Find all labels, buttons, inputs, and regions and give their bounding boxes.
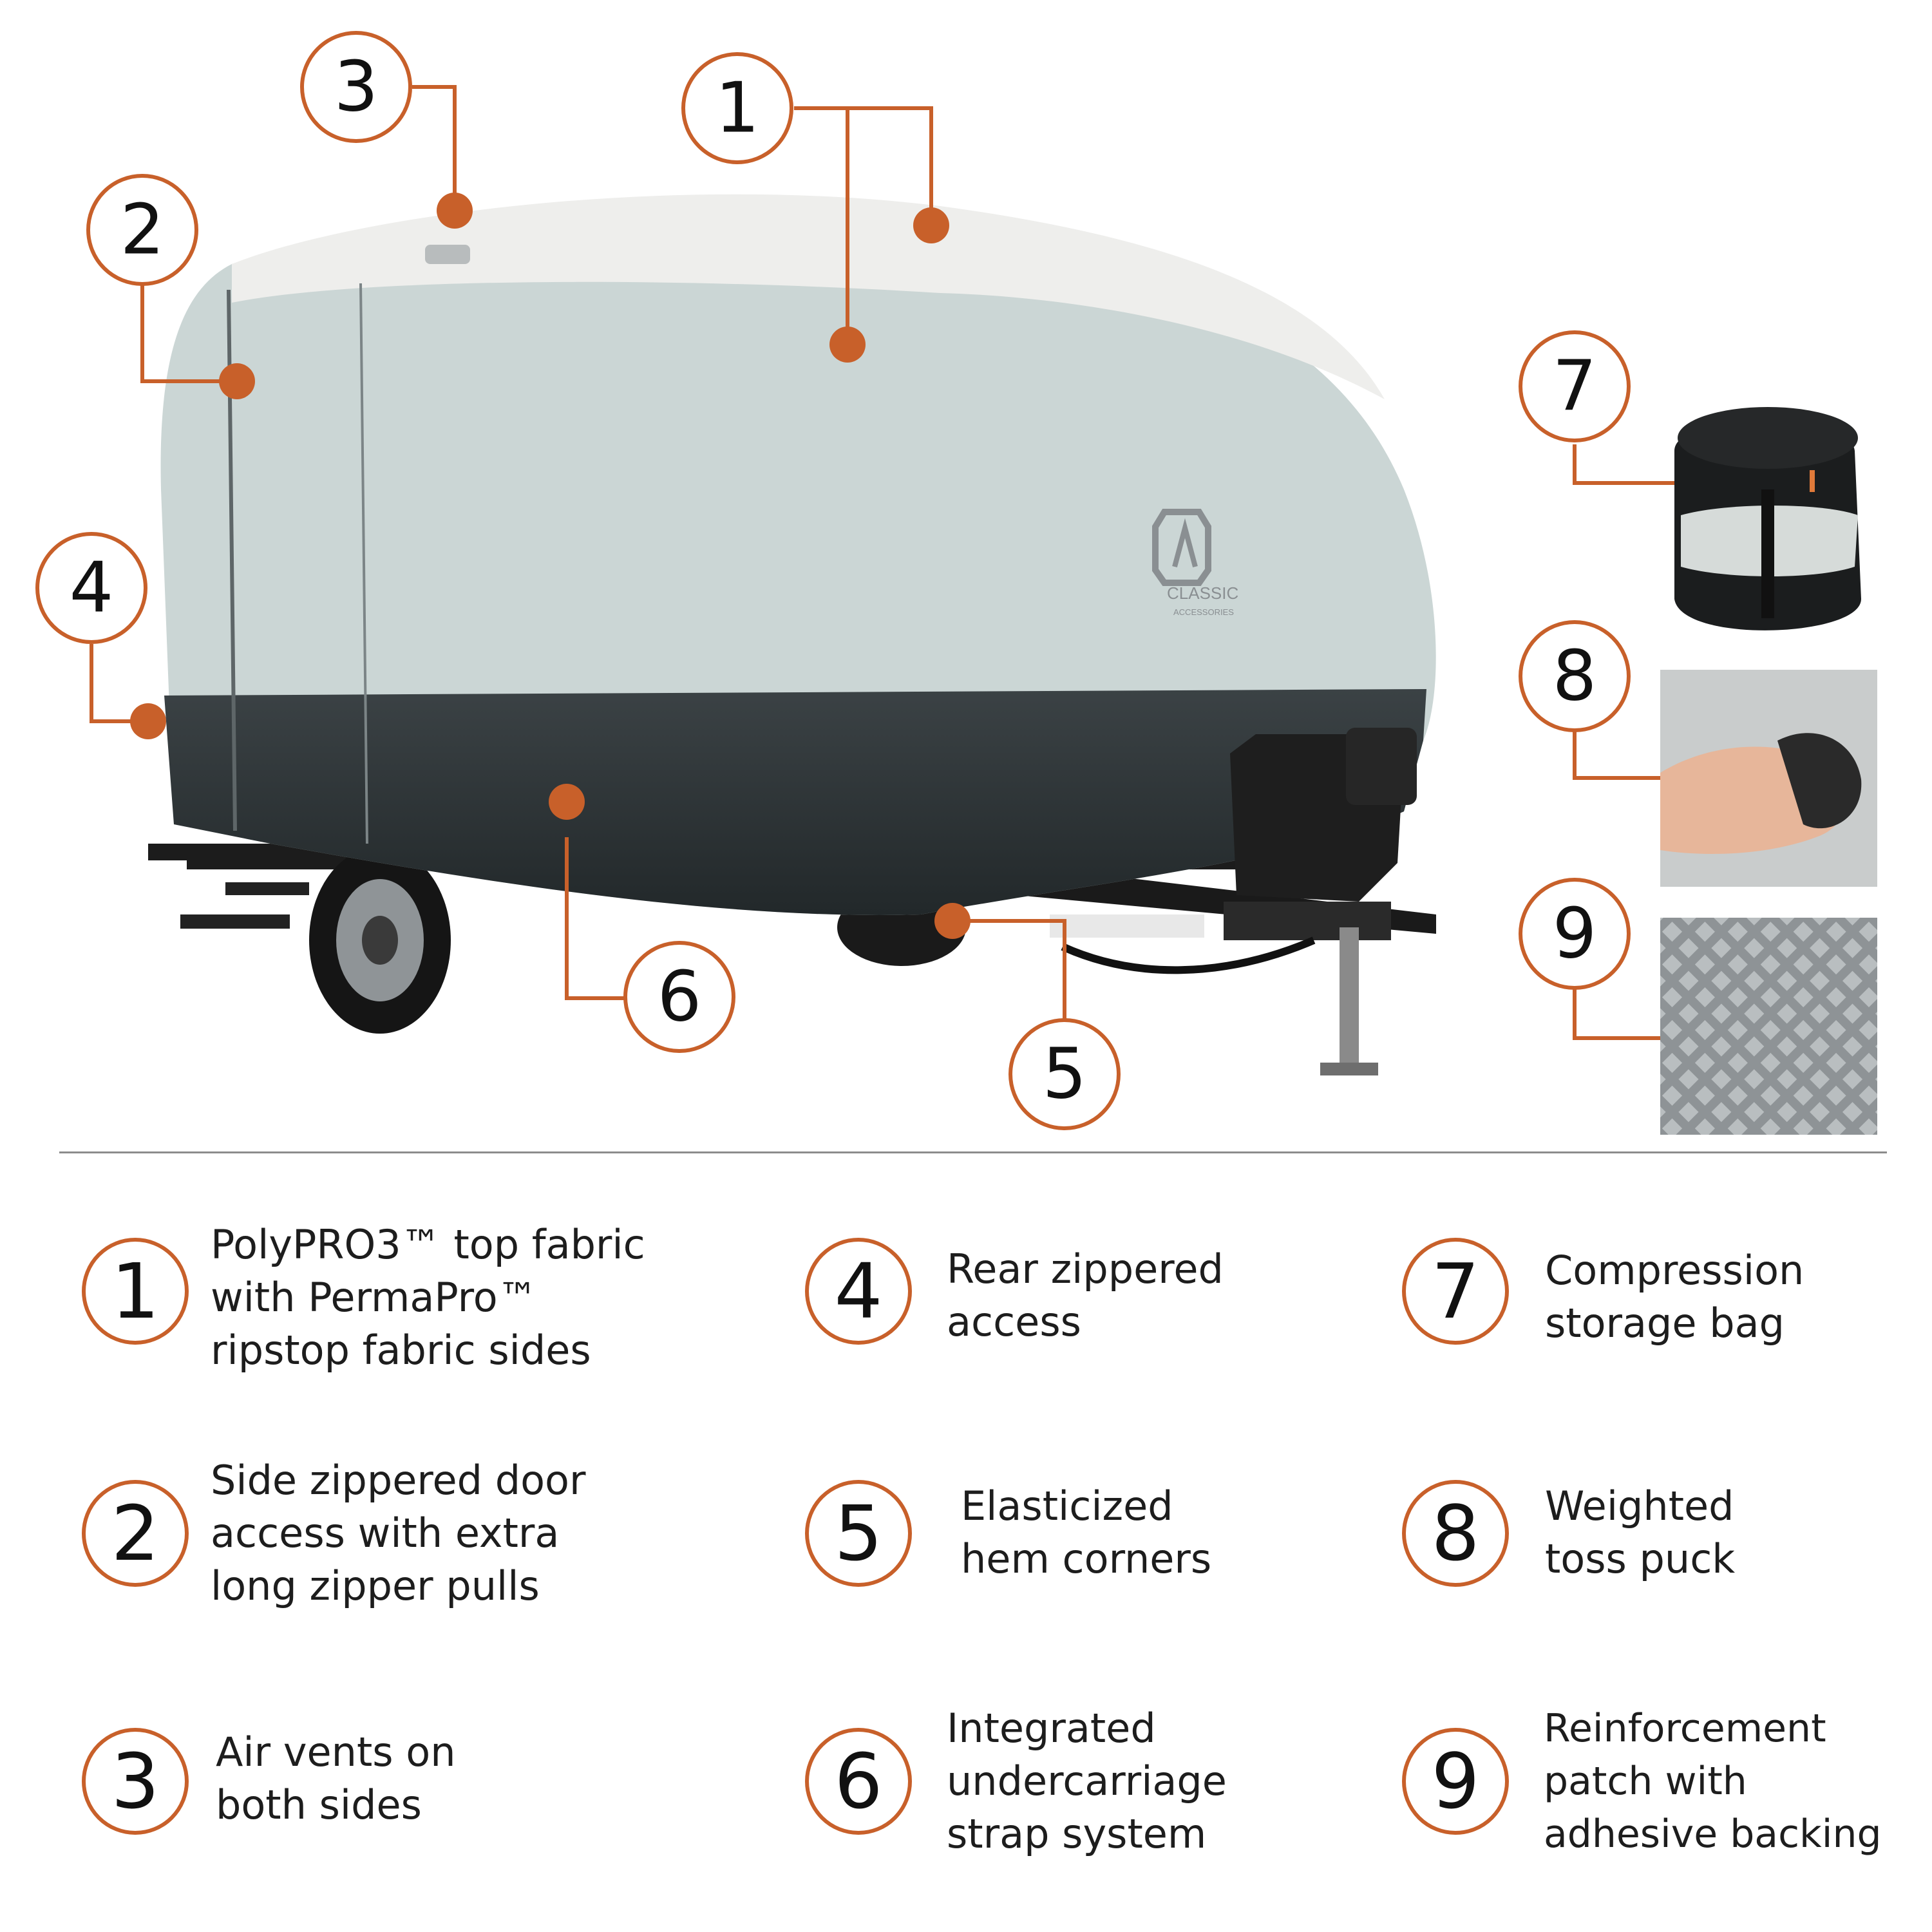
reinforcement-patch-thumbnail (1660, 918, 1877, 1135)
svg-text:3: 3 (334, 47, 379, 128)
trailer-wheel (309, 847, 966, 1034)
callout-8: 8 (1519, 620, 1631, 732)
svg-text:9: 9 (1553, 894, 1597, 974)
logo-line-2: ACCESSORIES (1173, 607, 1234, 617)
callout-leaders (90, 85, 1745, 1043)
feature-description: Weighted toss puck (1545, 1482, 1736, 1582)
product-illustration: CLASSIC ACCESSORIES (35, 31, 1877, 1135)
svg-text:6: 6 (658, 957, 702, 1037)
feature-description: Side zippered door access with extra lon… (211, 1457, 586, 1609)
classic-accessories-logo: CLASSIC ACCESSORIES (1152, 509, 1238, 617)
callout-5: 5 (1009, 1018, 1121, 1130)
tongue-box (1230, 728, 1417, 902)
feature-description: Compression storage bag (1545, 1247, 1804, 1347)
feature-number-badge: 3 (82, 1728, 189, 1835)
svg-text:4: 4 (70, 548, 114, 629)
feature-description: Elasticized hem corners (961, 1482, 1212, 1582)
toss-puck-thumbnail (1660, 670, 1877, 887)
feature-number-badge: 9 (1402, 1728, 1509, 1835)
trailer-cover (160, 194, 1436, 915)
feature-description: Air vents on both sides (216, 1728, 456, 1828)
feature-description: Reinforcement patch with adhesive backin… (1544, 1706, 1882, 1857)
feature-number-badge: 8 (1402, 1480, 1509, 1587)
feature-number-badge: 2 (82, 1480, 189, 1587)
feature-number-badge: 1 (82, 1238, 189, 1345)
callout-7: 7 (1519, 330, 1631, 442)
callout-circles: 3 1 2 4 6 5 7 8 (35, 31, 1631, 1130)
feature-number-badge: 5 (805, 1480, 912, 1587)
feature-number-badge: 7 (1402, 1238, 1509, 1345)
svg-text:1: 1 (715, 68, 760, 149)
feature-description: Rear zippered access (947, 1245, 1224, 1345)
callout-9: 9 (1519, 878, 1631, 990)
feature-number-badge: 6 (805, 1728, 912, 1835)
svg-text:7: 7 (1553, 346, 1597, 427)
callout-3: 3 (300, 31, 412, 143)
svg-text:5: 5 (1043, 1034, 1087, 1115)
callout-2: 2 (86, 174, 198, 286)
section-divider (59, 1151, 1887, 1153)
callout-4: 4 (35, 532, 147, 644)
storage-bag-thumbnail (1674, 407, 1861, 630)
svg-text:8: 8 (1553, 636, 1597, 717)
callout-6: 6 (623, 941, 735, 1053)
callout-1: 1 (681, 52, 793, 164)
svg-text:2: 2 (120, 190, 165, 270)
feature-description: Integrated undercarriage strap system (947, 1705, 1227, 1857)
logo-line-1: CLASSIC (1167, 583, 1238, 603)
feature-description: PolyPRO3™ top fabric with PermaPro™ rips… (211, 1221, 645, 1374)
feature-number-badge: 4 (805, 1238, 912, 1345)
